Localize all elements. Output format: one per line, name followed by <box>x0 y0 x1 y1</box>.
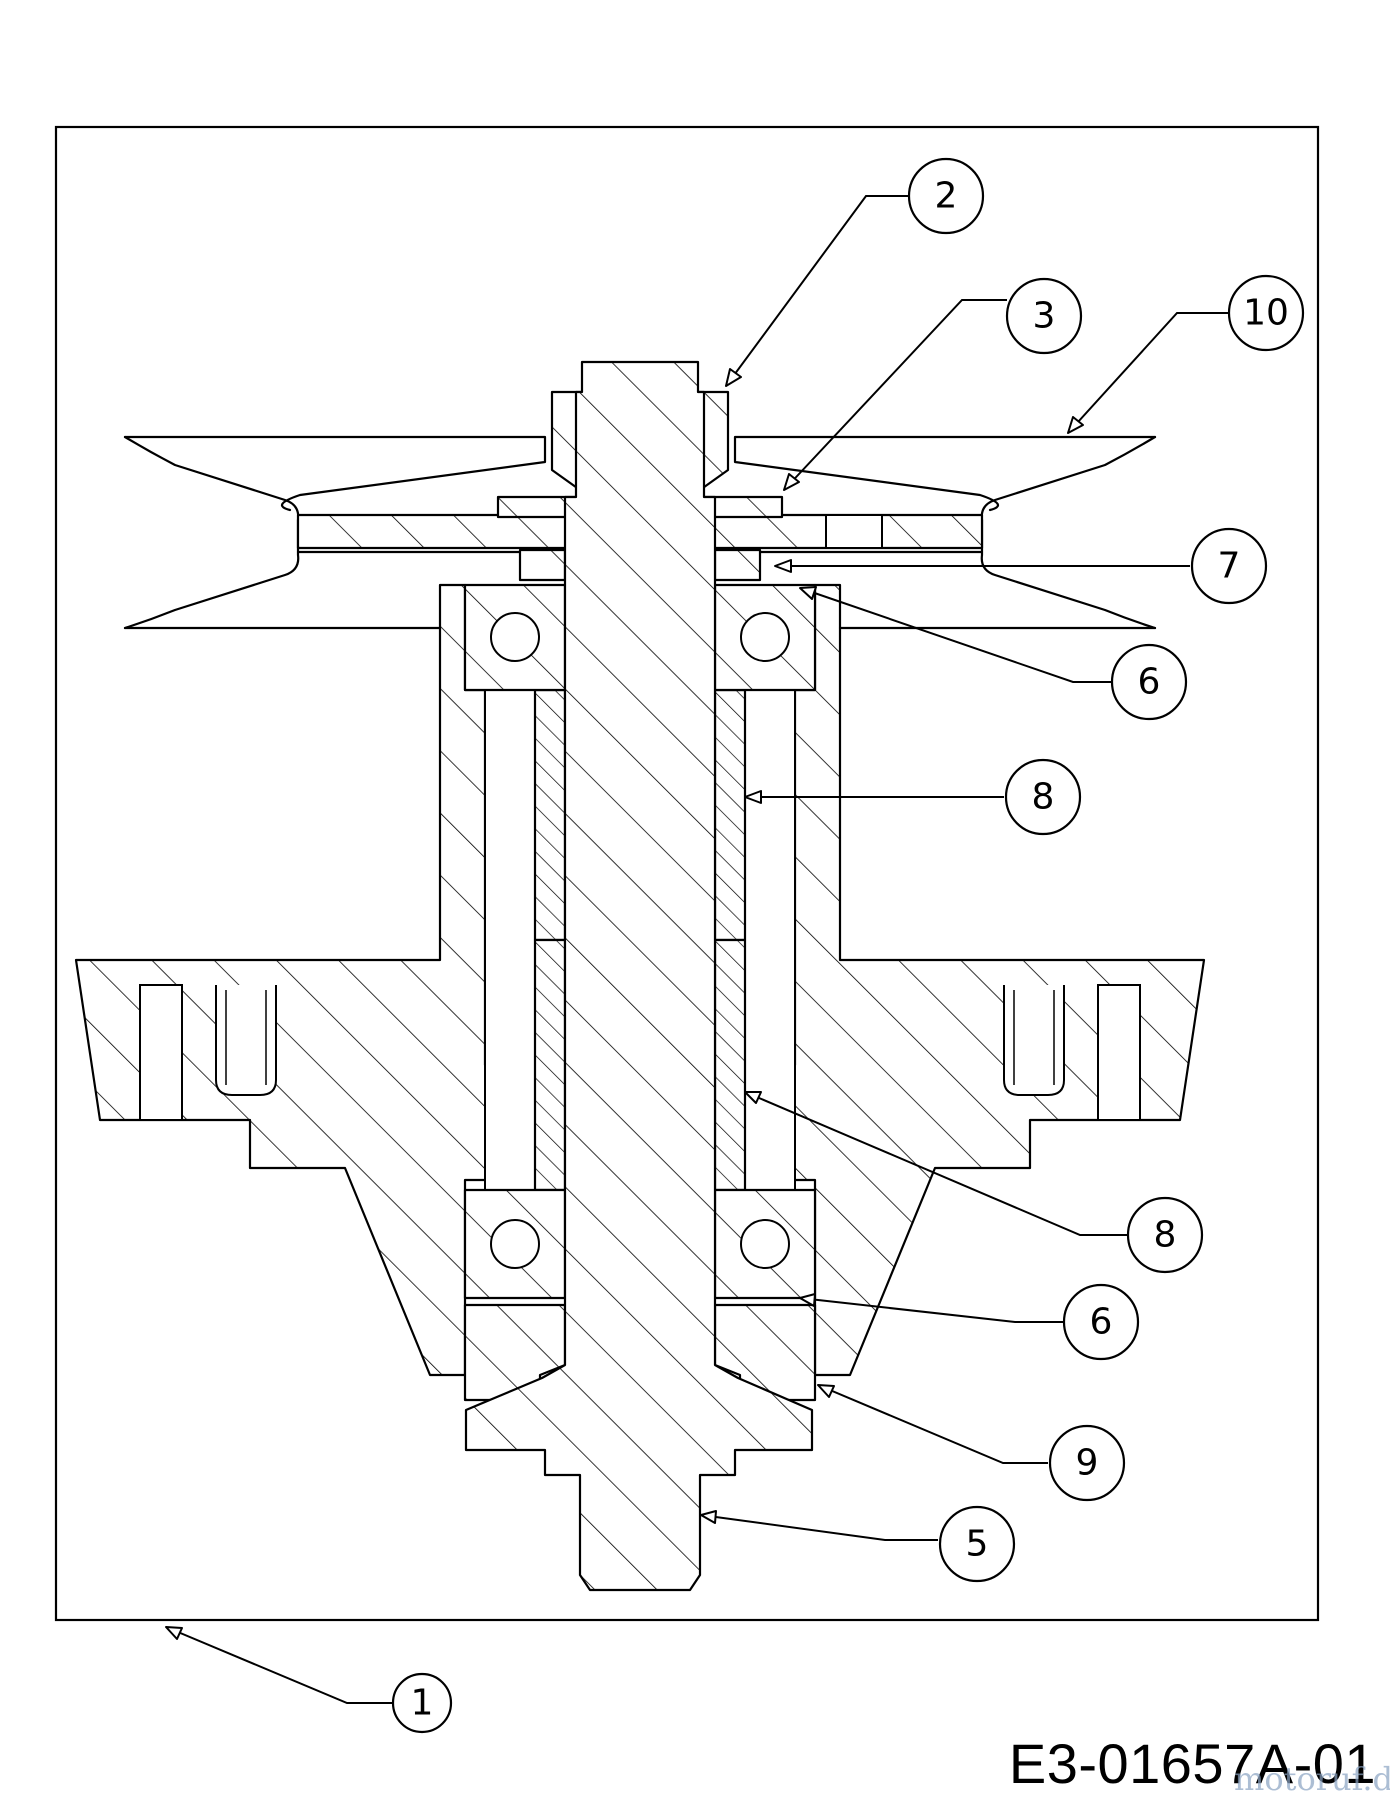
svg-text:10: 10 <box>1243 293 1289 334</box>
pulley-groove-left <box>123 435 300 630</box>
spacer-tube-left-upper <box>533 688 567 942</box>
svg-text:7: 7 <box>1218 546 1241 587</box>
svg-text:9: 9 <box>1076 1443 1099 1484</box>
bolt-pocket-right <box>1003 984 1141 1121</box>
callout-6-lower: 6 <box>1062 1283 1140 1361</box>
callout-6-upper: 6 <box>1110 643 1188 721</box>
spacer-tube-right-upper <box>713 688 747 942</box>
pulley-key-slot <box>825 514 883 549</box>
leader-lines <box>165 195 1231 1704</box>
callout-9: 9 <box>1048 1424 1126 1502</box>
svg-text:5: 5 <box>966 1524 989 1565</box>
callout-8-lower: 8 <box>1126 1196 1204 1274</box>
callout-1: 1 <box>391 1672 453 1734</box>
bearing-upper-right <box>713 583 817 692</box>
svg-text:2: 2 <box>935 176 958 217</box>
callout-7: 7 <box>1190 527 1268 605</box>
bearing-upper-left <box>463 583 567 692</box>
spacer-ring-right <box>713 548 762 582</box>
bolt-pocket-left <box>139 984 277 1121</box>
callout-5: 5 <box>938 1505 1016 1583</box>
svg-text:8: 8 <box>1154 1215 1177 1256</box>
spacer-ring-left <box>518 548 567 582</box>
bearing-lower-left <box>463 1188 567 1300</box>
bore-cavity-right <box>744 689 796 1191</box>
watermark: motoruf.de <box>1234 1760 1390 1798</box>
svg-text:3: 3 <box>1033 296 1056 337</box>
pulley-lower-flange <box>123 550 1157 630</box>
document-id: E3-01657A-01 <box>1008 1732 1376 1795</box>
svg-text:6: 6 <box>1138 662 1161 703</box>
callout-8-upper: 8 <box>1004 758 1082 836</box>
bore-cavity-left <box>484 689 536 1191</box>
spindle-shaft <box>464 360 814 1592</box>
svg-text:6: 6 <box>1090 1302 1113 1343</box>
bearing-lower-right <box>713 1188 817 1300</box>
frame-border <box>54 125 1320 1622</box>
spacer-tube-left-lower <box>533 938 567 1192</box>
spacer-tube-right-lower <box>713 938 747 1192</box>
svg-text:1: 1 <box>411 1683 434 1724</box>
callout-2: 2 <box>907 157 985 235</box>
svg-text:8: 8 <box>1032 777 1055 818</box>
callout-3: 3 <box>1005 277 1083 355</box>
callout-10: 10 <box>1227 274 1305 352</box>
pulley-groove-right <box>980 435 1157 630</box>
